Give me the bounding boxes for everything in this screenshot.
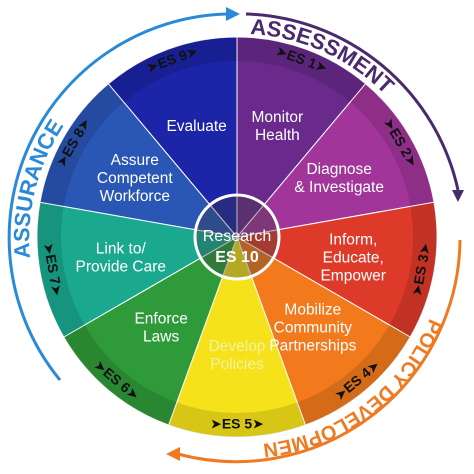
- assurance-arc: [7, 12, 227, 381]
- wheel-slice-2: [235, 83, 435, 238]
- policy-arrow-icon: [166, 447, 180, 461]
- es-band-8: [40, 83, 124, 207]
- es-band-4: [297, 325, 411, 425]
- wheel-slice-7: [36, 201, 239, 338]
- service-label-line: Competent: [97, 170, 174, 187]
- center-hub: Research ES 10: [193, 193, 281, 281]
- outer-arcs: [7, 7, 464, 464]
- service-label-line: Monitor: [252, 109, 304, 126]
- wheel-slices: [36, 36, 438, 438]
- service-label-line: Educate,: [323, 249, 384, 266]
- service-label-line: Diagnose: [306, 161, 372, 178]
- wheel-slice-9: [107, 36, 238, 239]
- assessment-arrow-icon: [452, 190, 464, 202]
- wheel-slice-3: [235, 201, 438, 338]
- wheel-slice-6: [63, 235, 238, 426]
- es-band-7: [36, 202, 85, 337]
- wheel-slice-4: [236, 235, 411, 426]
- service-label-line: Workforce: [100, 188, 170, 205]
- es-band-3: [389, 202, 437, 337]
- center-es10-label: ES 10: [215, 249, 259, 266]
- es-band-9: [108, 37, 237, 103]
- es-band-6: [63, 325, 177, 425]
- policy-arc: [177, 239, 462, 464]
- center-research-label: Research: [203, 228, 271, 245]
- service-label-line: & Investigate: [294, 179, 384, 196]
- service-label-line: Partnerships: [269, 337, 356, 354]
- service-label-line: Laws: [143, 328, 179, 345]
- service-label-line: Provide Care: [76, 258, 166, 275]
- center-circle: [193, 193, 281, 281]
- wheel-slice-8: [39, 83, 239, 238]
- service-label-line: Evaluate: [166, 118, 226, 135]
- service-label-2: Diagnose& Investigate: [294, 161, 384, 196]
- service-label-line: Mobilize: [284, 301, 341, 318]
- assessment-arc: [245, 12, 460, 191]
- es-band-2: [350, 83, 434, 207]
- service-label-line: Develop: [209, 338, 266, 355]
- wheel-slice-1: [236, 36, 367, 239]
- service-label-line: Assure: [111, 152, 159, 169]
- service-label-line: Health: [255, 127, 300, 144]
- service-label-line: Empower: [320, 267, 385, 284]
- service-label-line: Community: [274, 319, 353, 336]
- service-label-line: Link to/: [96, 240, 147, 257]
- service-label-line: Policies: [210, 356, 264, 373]
- service-label-3: Inform,Educate,Empower: [320, 231, 385, 284]
- service-label-9: Evaluate: [166, 118, 226, 135]
- wheel-slice-5: [167, 235, 307, 438]
- service-label-7: Link to/Provide Care: [76, 240, 166, 275]
- service-label-line: Inform,: [329, 231, 377, 248]
- es-band-5: [168, 402, 306, 437]
- es-label-5: ➤ES 5➤: [210, 416, 264, 432]
- service-label-line: Enforce: [134, 310, 187, 327]
- es-band-1: [237, 37, 366, 103]
- assurance-arrow-icon: [226, 7, 240, 21]
